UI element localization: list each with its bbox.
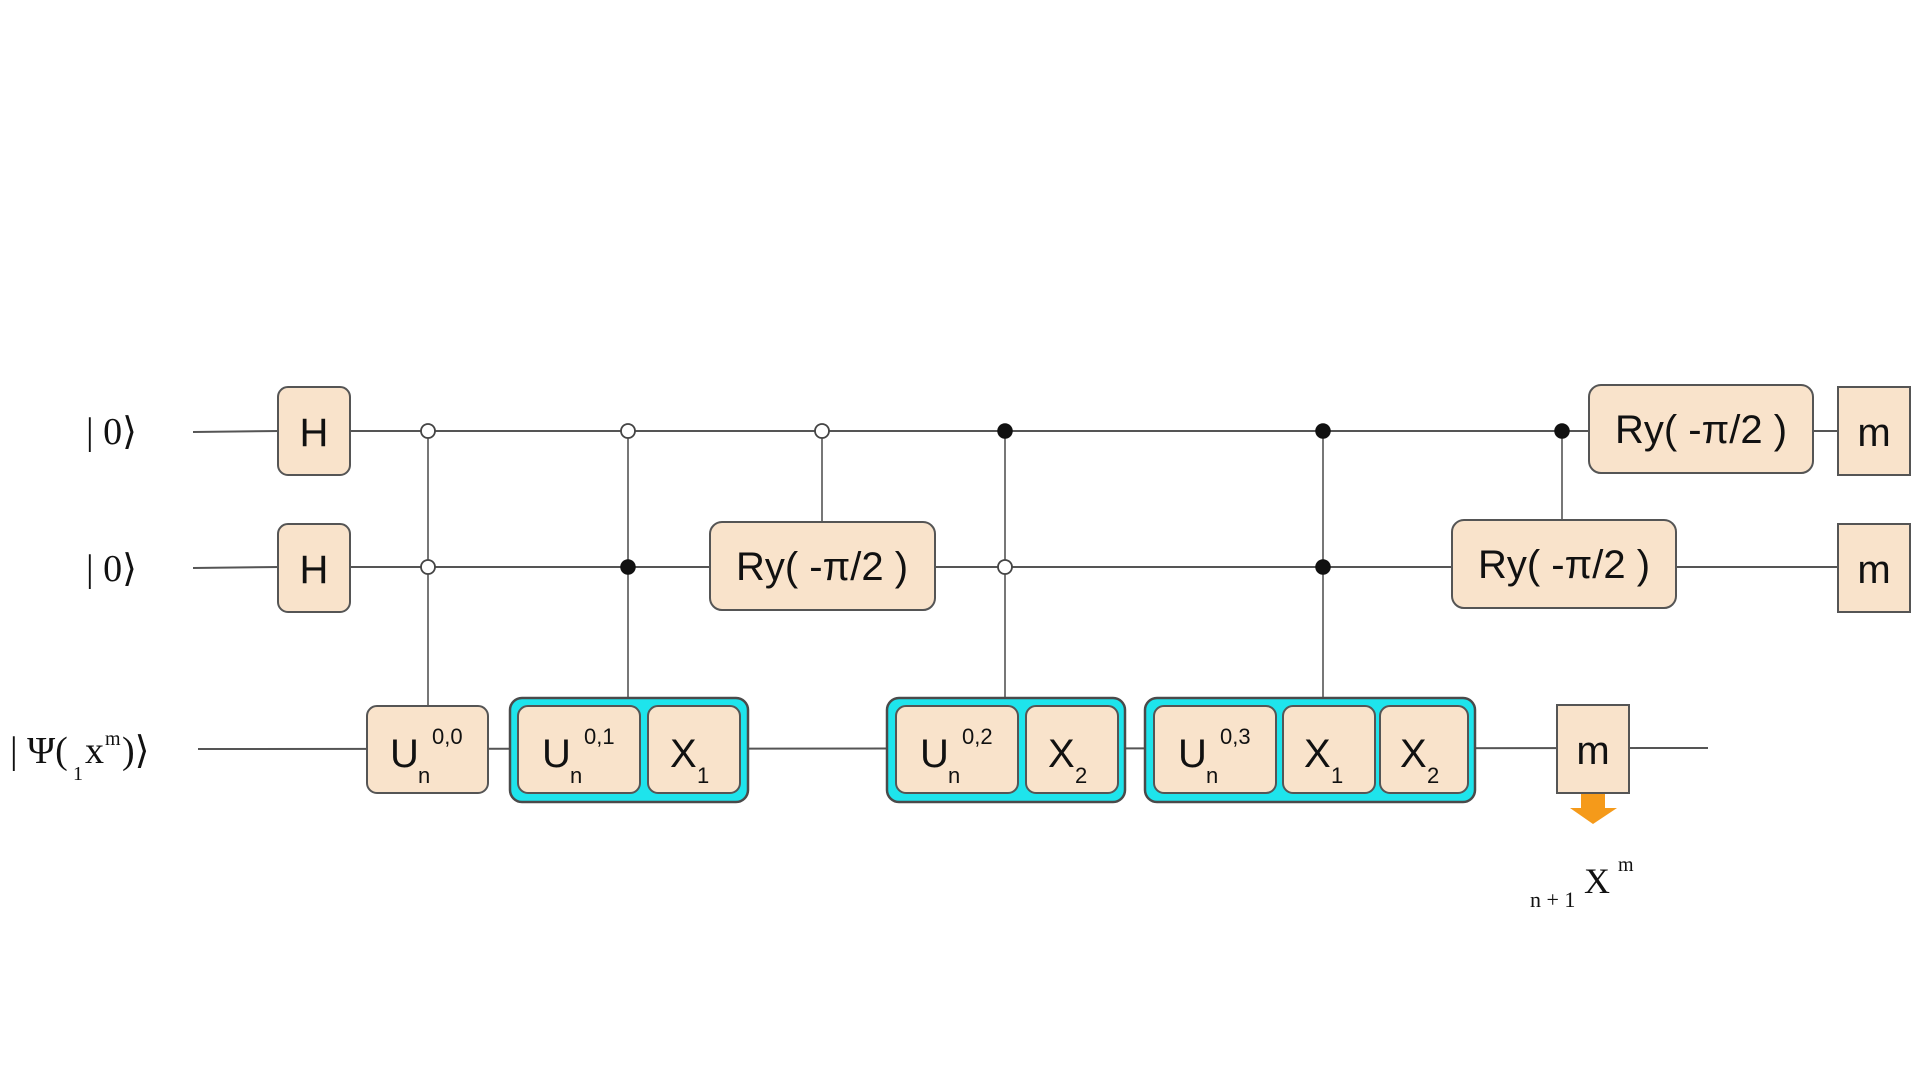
u-gate-base: U	[1178, 732, 1207, 776]
control-dot-open	[620, 423, 636, 439]
x-gate-base: X	[1304, 732, 1331, 776]
u-gate-sub: n	[570, 763, 582, 788]
control-dot-filled	[997, 423, 1013, 439]
ry-gate-label: Ry( -π/2 )	[1478, 543, 1650, 587]
ry-gate-q0[interactable]: Ry( -π/2 )	[1588, 384, 1814, 474]
down-arrow-icon	[1570, 794, 1617, 824]
measure-gate-label: m	[1857, 411, 1890, 455]
measure-gate-label: m	[1576, 729, 1609, 773]
control-dot-open	[420, 423, 436, 439]
u-gate-base: U	[542, 732, 571, 776]
u-gate-01[interactable]: U n 0,1	[517, 705, 641, 794]
u-gate-sup: 0,0	[432, 724, 463, 749]
x-gate-sub: 2	[1427, 763, 1439, 788]
u-gate-sup: 0,3	[1220, 724, 1251, 749]
u-gate-sub: n	[418, 763, 430, 788]
control-dot-filled	[620, 559, 636, 575]
u-gate-base: U	[920, 732, 949, 776]
u-gate-sub: n	[1206, 763, 1218, 788]
x1-gate-group-1[interactable]: X 1	[647, 705, 741, 794]
u-gate-03[interactable]: U n 0,3	[1153, 705, 1277, 794]
x-gate-sub: 2	[1075, 763, 1087, 788]
qubit-label-0: | 0⟩	[86, 411, 137, 453]
x1-gate-group-3[interactable]: X 1	[1282, 705, 1376, 794]
output-label-pre: n + 1	[1530, 887, 1575, 912]
qubit-wire-1	[192, 566, 281, 569]
output-label-sup: m	[1618, 854, 1634, 876]
control-dot-filled	[1554, 423, 1570, 439]
measure-gate-q0[interactable]: m	[1837, 386, 1911, 476]
control-dot-filled	[1315, 559, 1331, 575]
qubit-label-2: | Ψ( 1 x m )⟩	[10, 728, 149, 785]
x-gate-base: X	[1048, 732, 1075, 776]
measure-gate-q2[interactable]: m	[1556, 704, 1630, 794]
x-gate-sub: 1	[1331, 763, 1343, 788]
ry-gate-label: Ry( -π/2 )	[1615, 408, 1787, 452]
u-gate-base: U	[390, 732, 419, 776]
hadamard-gate-label: H	[300, 548, 329, 592]
ry-gate-label: Ry( -π/2 )	[736, 545, 908, 589]
control-dot-open	[997, 559, 1013, 575]
qubit-label-2-x: x	[85, 730, 104, 772]
output-label: n + 1 X m	[1530, 854, 1634, 912]
u-gate-02[interactable]: U n 0,2	[895, 705, 1019, 794]
hadamard-gate-q1[interactable]: H	[277, 523, 351, 613]
control-dot-filled	[1315, 423, 1331, 439]
x-gate-base: X	[670, 732, 697, 776]
u-gate-00[interactable]: U n 0,0	[366, 705, 489, 794]
x2-gate-group-2[interactable]: X 2	[1025, 705, 1119, 794]
ry-gate-q1-first[interactable]: Ry( -π/2 )	[709, 521, 936, 611]
qubit-label-2-main: | Ψ(	[10, 730, 68, 772]
x2-gate-group-3[interactable]: X 2	[1379, 705, 1469, 794]
hadamard-gate-label: H	[300, 411, 329, 455]
measure-gate-q1[interactable]: m	[1837, 523, 1911, 613]
control-dot-open	[420, 559, 436, 575]
x-gate-base: X	[1400, 732, 1427, 776]
hadamard-gate-q0[interactable]: H	[277, 386, 351, 476]
ry-gate-q1-second[interactable]: Ry( -π/2 )	[1451, 519, 1677, 609]
u-gate-sub: n	[948, 763, 960, 788]
qubit-label-1: | 0⟩	[86, 548, 137, 590]
qubit-label-2-close: )⟩	[122, 730, 149, 772]
control-dot-open	[814, 423, 830, 439]
x-gate-sub: 1	[697, 763, 709, 788]
u-gate-sup: 0,1	[584, 724, 615, 749]
output-label-base: X	[1584, 861, 1610, 901]
qubit-wire-0	[192, 430, 281, 433]
u-gate-sup: 0,2	[962, 724, 993, 749]
qubit-label-2-sub: 1	[73, 763, 83, 785]
measure-gate-label: m	[1857, 548, 1890, 592]
qubit-label-2-sup: m	[105, 728, 121, 750]
